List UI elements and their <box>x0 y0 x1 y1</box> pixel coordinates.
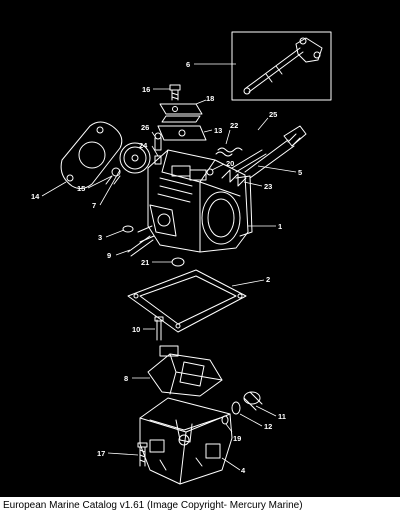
callout-25: 25 <box>269 110 277 119</box>
leader-5 <box>257 165 297 173</box>
leader-13 <box>203 129 213 133</box>
callout-11: 11 <box>278 412 286 421</box>
flange-gasket-part-14 <box>60 121 123 190</box>
callout-26: 26 <box>141 123 149 132</box>
screw-part-9 <box>127 235 154 257</box>
leader-17 <box>107 452 139 456</box>
callout-7: 7 <box>92 201 96 210</box>
callout-17: 17 <box>97 449 105 458</box>
callout-13: 13 <box>214 126 222 135</box>
callout-6: 6 <box>186 60 190 69</box>
callout-18: 18 <box>206 94 214 103</box>
callout-4: 4 <box>241 466 246 475</box>
leader-18 <box>195 99 207 105</box>
leader-15 <box>87 175 113 189</box>
callout-5: 5 <box>298 168 302 177</box>
exploded-parts-diagram: 1 2 3 4 5 6 7 8 9 10 11 12 13 14 15 16 1… <box>31 31 332 485</box>
callout-19: 19 <box>233 434 241 443</box>
screw-part-17 <box>137 442 148 467</box>
callout-3: 3 <box>98 233 102 242</box>
caption: European Marine Catalog v1.61 (Image Cop… <box>0 497 400 515</box>
needle-part-25 <box>231 149 267 173</box>
leader-12 <box>239 413 263 427</box>
callout-2: 2 <box>266 275 270 284</box>
leader-11 <box>255 405 277 417</box>
leader-7 <box>99 169 121 206</box>
leader-14 <box>41 181 67 197</box>
callout-22: 22 <box>230 121 238 130</box>
diaphragm-part-7 <box>119 142 151 174</box>
callout-24: 24 <box>139 141 148 150</box>
gasket-part-18 <box>159 103 203 123</box>
screw-part-16 <box>169 84 181 101</box>
leader-4 <box>221 457 241 471</box>
leader-19 <box>225 423 233 433</box>
callout-10: 10 <box>132 325 140 334</box>
callout-16: 16 <box>142 85 150 94</box>
drain-screw-part-11 <box>243 391 263 411</box>
spring-part-23 <box>221 169 247 187</box>
float-part-8 <box>147 345 223 397</box>
leader-3 <box>105 229 125 238</box>
seat-part-20 <box>206 168 214 176</box>
gasket-part-13 <box>157 125 207 141</box>
leader-23 <box>243 181 263 187</box>
leader-22 <box>225 129 231 145</box>
callout-12: 12 <box>264 422 272 431</box>
leader-24 <box>151 145 159 157</box>
screw-part-15 <box>105 167 121 185</box>
leader-9 <box>115 249 131 256</box>
callout-15: 15 <box>77 184 85 193</box>
leader-2 <box>231 279 265 287</box>
callout-21: 21 <box>141 258 149 267</box>
leader-25 <box>257 117 269 131</box>
callout-20: 20 <box>226 159 234 168</box>
gasket-part-12 <box>231 401 241 415</box>
callout-14: 14 <box>31 192 40 201</box>
callout-9: 9 <box>107 251 111 260</box>
spring-part-22 <box>215 147 243 157</box>
inset-box-part-6 <box>231 31 332 101</box>
leader-26 <box>151 131 157 139</box>
adjust-screw-part-5 <box>244 125 307 179</box>
callout-1: 1 <box>278 222 282 231</box>
leader-20 <box>211 163 225 171</box>
callout-8: 8 <box>124 374 128 383</box>
float-bowl-part-4 <box>139 397 233 485</box>
screw-part-10 <box>154 316 164 341</box>
pin-part-3 <box>122 225 134 233</box>
callout-23: 23 <box>264 182 272 191</box>
